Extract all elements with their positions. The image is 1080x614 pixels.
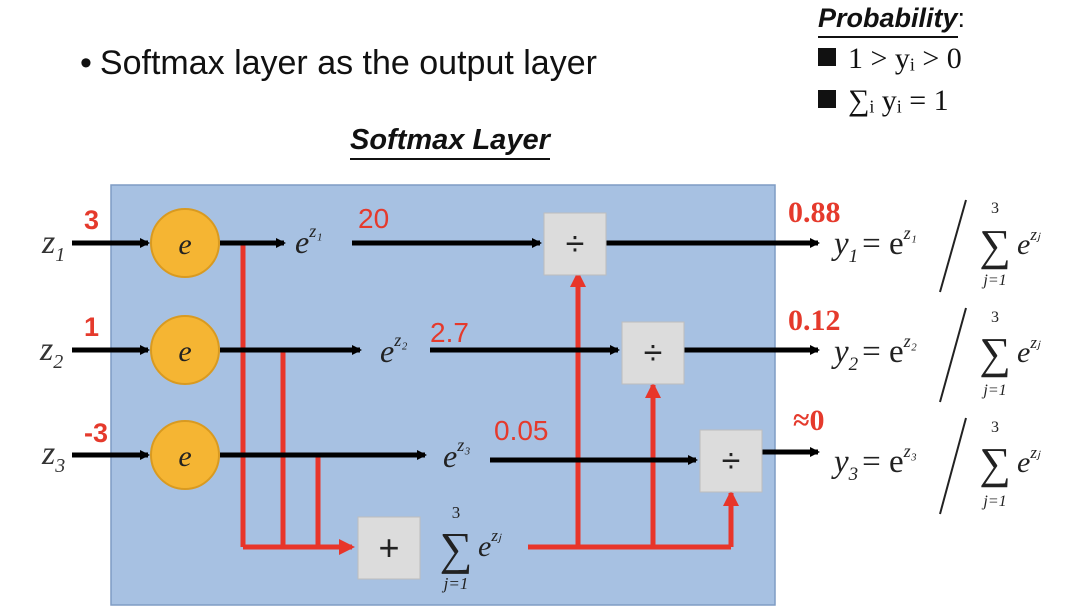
input-value-3: -3 bbox=[84, 418, 108, 448]
divide-nodes: ÷ ÷ ÷ bbox=[543, 212, 763, 493]
output-denom-term-1: ezⱼ bbox=[1017, 225, 1041, 261]
output-formula-1: y1= ez₁ bbox=[831, 223, 917, 267]
input-label-2: z2 bbox=[39, 331, 63, 373]
square-bullet-icon bbox=[818, 90, 836, 108]
sum-upper-limit: 3 bbox=[452, 503, 461, 522]
exp-node-label-2: e bbox=[178, 335, 191, 368]
output-denom-lower-2: j=1 bbox=[981, 382, 1006, 399]
input-value-1: 3 bbox=[84, 205, 99, 235]
exp-output-label-3: ez₃ bbox=[443, 435, 470, 474]
exp-node-3 bbox=[150, 420, 220, 490]
output-formula-2: y2= ez₂ bbox=[831, 331, 917, 375]
probability-colon: : bbox=[957, 3, 966, 33]
exp-nodes: e e e bbox=[150, 208, 220, 490]
output-denom-lower-3: j=1 bbox=[981, 493, 1006, 510]
output-denom-sigma-1: ∑ bbox=[979, 221, 1010, 270]
sum-node-symbol: + bbox=[378, 527, 399, 568]
divide-node-2 bbox=[621, 321, 685, 385]
sum-node bbox=[357, 516, 421, 580]
exp-value-1: 20 bbox=[358, 203, 389, 234]
sum-expression: 3 ∑ j=1 ezⱼ bbox=[440, 503, 502, 593]
sum-lower-limit: j=1 bbox=[442, 574, 469, 593]
exp-output-label-2: ez₂ bbox=[380, 330, 407, 369]
divide-node-1 bbox=[543, 212, 607, 276]
output-denom-sigma-2: ∑ bbox=[979, 329, 1010, 378]
softmax-layer-title: Softmax Layer bbox=[350, 122, 550, 160]
output-denom-sigma-3: ∑ bbox=[979, 439, 1010, 488]
output-formula-3: y3= ez₃ bbox=[831, 441, 917, 485]
exp-node-label-1: e bbox=[178, 228, 191, 261]
probability-rule-2-text: ∑ᵢ yᵢ = 1 bbox=[848, 84, 949, 117]
divide-node-3 bbox=[699, 429, 763, 493]
sum-sigma: ∑ bbox=[440, 523, 473, 574]
exp-value-3: 0.05 bbox=[494, 415, 549, 446]
exp-node-label-3: e bbox=[178, 440, 191, 473]
input-value-2: 1 bbox=[84, 312, 99, 342]
sum-term: ezⱼ bbox=[478, 526, 502, 563]
output-value-3: ≈0 bbox=[793, 404, 824, 437]
output-denom-term-2: ezⱼ bbox=[1017, 333, 1041, 369]
fraction-slash-3 bbox=[939, 417, 967, 515]
output-denom-upper-2: 3 bbox=[991, 309, 999, 326]
fraction-slash-2 bbox=[939, 307, 967, 403]
bullet-point: •Softmax layer as the output layer bbox=[80, 44, 597, 83]
probability-rule-2: ∑ᵢ yᵢ = 1 bbox=[818, 80, 965, 122]
output-denom-term-3: ezⱼ bbox=[1017, 443, 1041, 479]
divide-symbol-2: ÷ bbox=[644, 334, 663, 372]
output-denom-upper-1: 3 bbox=[991, 200, 999, 217]
fraction-slash-1 bbox=[939, 199, 967, 293]
output-value-2: 0.12 bbox=[788, 304, 841, 337]
probability-rule-1-text: 1 > yᵢ > 0 bbox=[848, 42, 962, 75]
sum-flow-lines bbox=[240, 243, 739, 555]
exp-node-1 bbox=[150, 208, 220, 278]
bullet-text: Softmax layer as the output layer bbox=[99, 44, 597, 82]
exp-node-2 bbox=[150, 315, 220, 385]
input-label-3: z3 bbox=[41, 435, 65, 477]
divide-symbol-3: ÷ bbox=[722, 442, 741, 480]
signal-arrows bbox=[72, 238, 820, 465]
square-bullet-icon bbox=[818, 48, 836, 66]
probability-title: Probability bbox=[818, 0, 958, 38]
exp-output-label-1: ez₁ bbox=[295, 221, 322, 260]
divide-symbol-1: ÷ bbox=[566, 225, 585, 263]
softmax-panel bbox=[110, 184, 776, 606]
bullet-dot: • bbox=[80, 44, 92, 82]
output-denom-lower-1: j=1 bbox=[981, 272, 1006, 289]
output-denom-upper-3: 3 bbox=[991, 419, 999, 436]
exp-value-2: 2.7 bbox=[430, 317, 469, 348]
probability-rule-1: 1 > yᵢ > 0 bbox=[818, 38, 965, 80]
probability-box: Probability: 1 > yᵢ > 0 ∑ᵢ yᵢ = 1 bbox=[818, 0, 965, 122]
output-value-1: 0.88 bbox=[788, 196, 841, 229]
input-label-1: z1 bbox=[41, 224, 65, 266]
